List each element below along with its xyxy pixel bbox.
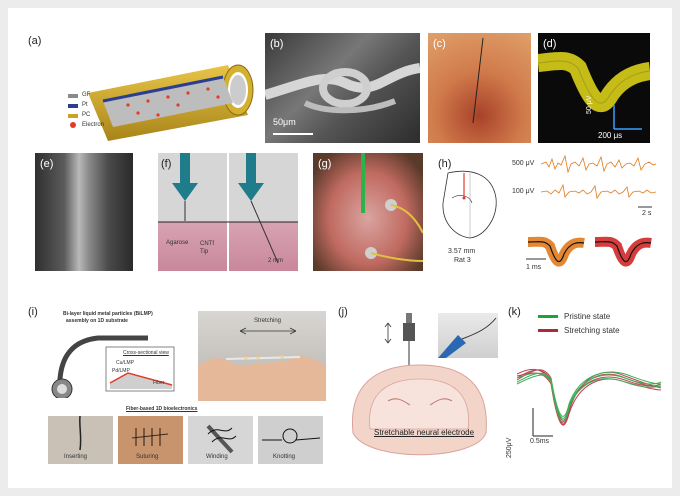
- brain-section-diagram: [442, 170, 497, 239]
- legend-swatch-pristine: [538, 315, 558, 318]
- panel-j-label: (j): [338, 306, 348, 318]
- cntf-tip-label: CNTf Tip: [200, 241, 214, 255]
- fiber-label: Fiber: [153, 380, 165, 386]
- inserting-label: Inserting: [64, 454, 88, 460]
- rat-label: Rat 3: [454, 257, 471, 264]
- bilmp-subtitle: assembly on 1D substrate: [66, 318, 128, 324]
- rat-surgery-photo: [313, 153, 423, 271]
- panel-e-label: (e): [40, 158, 54, 170]
- spike-average-orange: [527, 236, 585, 267]
- panel-d-voltage-scale: 50 μV: [586, 95, 593, 114]
- knotting-label: Knotting: [273, 454, 296, 460]
- panel-h-label: (h): [438, 158, 452, 170]
- fiber-structure-diagram: [88, 64, 254, 141]
- legend-swatch-stretching: [538, 329, 558, 332]
- waveform-comparison-plot: [516, 368, 662, 437]
- bilmp-title: Bi-layer liquid metal particles (BiLMP): [63, 311, 153, 317]
- layer-pd-lmp: Pd/LMP: [112, 368, 130, 374]
- knotting-photo: [258, 416, 323, 464]
- winding-label: Winding: [206, 454, 228, 460]
- depth-label: 3.57 mm: [448, 248, 476, 255]
- panel-k-time-scale: 0.5ms: [530, 438, 550, 445]
- legend-pristine: Pristine state: [564, 312, 611, 321]
- trace2-scale: 100 μV: [512, 188, 535, 195]
- panel-d-time-scale: 200 μs: [598, 131, 623, 140]
- legend-pc: PC: [82, 112, 91, 118]
- fiber-bioelectronics-title: Fiber-based 1D bioelectronics: [126, 406, 198, 412]
- scale-bar: [273, 133, 313, 135]
- sem-knot-image: [265, 33, 420, 143]
- legend-swatch-gf: [68, 94, 78, 98]
- electrode-caption: Stretchable neural electrode: [374, 428, 475, 437]
- suturing-photo: [118, 416, 183, 464]
- time-scale-bar: [638, 206, 652, 208]
- raw-trace-100uv: [541, 183, 656, 200]
- panel-d-label: (d): [543, 38, 557, 50]
- figure-card: (a) GF Pt PC Electron: [8, 8, 672, 488]
- trace1-scale: 500 μV: [512, 160, 535, 167]
- implant-photo: [428, 33, 531, 143]
- legend-gf: GF: [82, 92, 91, 98]
- winding-photo: [188, 416, 253, 464]
- cross-section-title: Cross-sectional view: [123, 350, 169, 356]
- bilmp-cross-section-diagram: [51, 335, 175, 398]
- legend-swatch-pc: [68, 114, 78, 118]
- spike-average-red: [594, 236, 652, 267]
- legend-swatch-pt: [68, 104, 78, 108]
- panel-k-label: (k): [508, 306, 521, 318]
- panel-a-label: (a): [28, 35, 42, 47]
- panel-f-scale: 2 mm: [268, 258, 283, 264]
- agarose-label: Agarose: [166, 240, 189, 246]
- neural-electrode-diagram: [351, 313, 487, 456]
- panel-b-label: (b): [270, 38, 284, 50]
- panel-b-scale: 50μm: [273, 117, 296, 127]
- layer-cu-lmp: Cu/LMP: [116, 360, 135, 366]
- panel-k-voltage-scale: 250μV: [506, 437, 513, 458]
- panel-f-label: (f): [161, 158, 172, 170]
- inserting-photo: [48, 416, 113, 464]
- stretching-label: Stretching: [254, 318, 282, 324]
- trace-time-scale: 2 s: [642, 210, 652, 217]
- legend-electron: Electron: [82, 122, 105, 128]
- agarose-insertion-photo: [158, 153, 298, 271]
- panel-c-label: (c): [433, 38, 446, 50]
- legend-stretching: Stretching state: [564, 326, 620, 335]
- spike-time-scale: 1 ms: [526, 264, 542, 271]
- ms-scale-bar: [526, 258, 546, 260]
- electrode-handling-photo: [438, 313, 498, 358]
- legend-pt: Pt: [82, 102, 88, 108]
- panel-i-label: (i): [28, 306, 38, 318]
- suturing-label: Suturing: [136, 454, 159, 460]
- spike-waveform-plot: [538, 33, 650, 143]
- raw-trace-500uv: [541, 154, 656, 174]
- sem-fiber-surface: [35, 153, 133, 271]
- panel-g-label: (g): [318, 158, 332, 170]
- legend-swatch-electron: [70, 122, 76, 128]
- stretching-photo: [198, 311, 326, 401]
